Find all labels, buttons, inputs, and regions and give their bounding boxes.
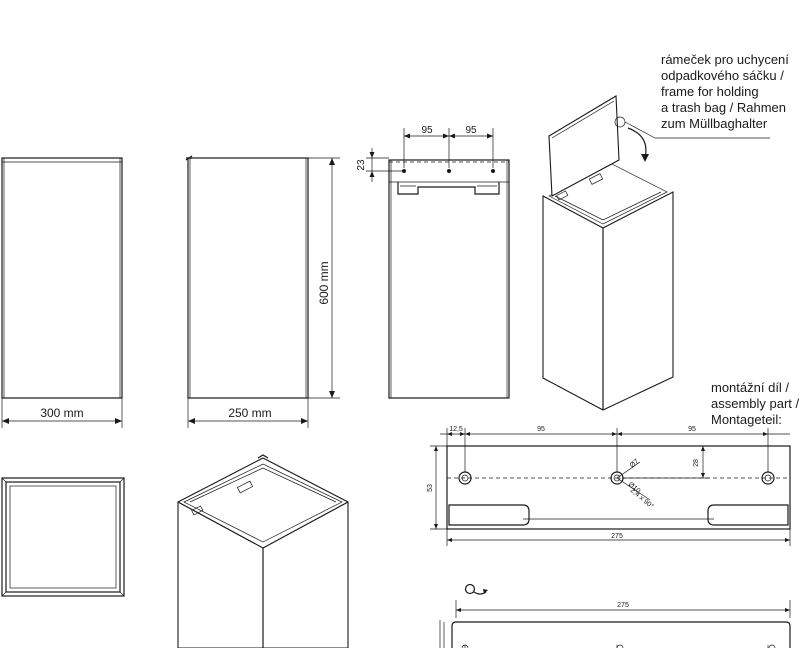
assembly-spacing-right: 95: [688, 426, 696, 433]
assembly-note-line: assembly part /: [711, 396, 800, 411]
assembly-note-line: montážní díl /: [711, 380, 790, 395]
frame-note-line: frame for holding: [661, 84, 759, 99]
front-view: 300 mm: [1, 157, 123, 428]
rotate-arrow-icon: [464, 583, 488, 595]
assembly-top-width: 275: [617, 602, 629, 609]
isometric-closed-view: [177, 454, 349, 648]
assembly-edge-offset: 12,5: [449, 426, 463, 433]
assembly-countersink-note: 2,4 x 90°: [629, 486, 656, 510]
top-view: [1, 477, 125, 597]
assembly-total-width: 275: [611, 533, 623, 540]
frame-note-line: a trash bag / Rahmen: [661, 100, 787, 115]
height-label: 600 mm: [317, 261, 331, 304]
frame-note-line: odpadkového sáčku /: [661, 68, 784, 83]
isometric-open-view: [542, 95, 770, 411]
top-offset-label: 23: [356, 159, 367, 171]
spacing-right-label: 95: [465, 125, 477, 136]
section-view: 95 95 23: [356, 125, 510, 399]
assembly-part-top: 275: [439, 583, 791, 648]
assembly-spacing-left: 95: [537, 426, 545, 433]
assembly-total-height: 53: [427, 484, 434, 492]
spacing-left-label: 95: [421, 125, 433, 136]
assembly-part-front: 12,5 95 95 28 53 275 Ø7 Ø10 2,4 x 90°: [427, 426, 791, 546]
assembly-note: montážní díl / assembly part / Montagete…: [711, 380, 799, 428]
width-side-label: 250 mm: [228, 406, 271, 420]
side-view: 250 mm 600 mm: [185, 155, 340, 428]
assembly-hole-height: 28: [693, 459, 700, 467]
frame-note-line: zum Müllbaghalter: [661, 116, 768, 131]
frame-note: rámeček pro uchycení odpadkového sáčku /…: [661, 52, 789, 132]
frame-note-line: rámeček pro uchycení: [661, 52, 789, 67]
assembly-note-line: Montageteil:: [711, 412, 782, 427]
width-front-label: 300 mm: [40, 406, 83, 420]
assembly-hole-diameter: Ø7: [629, 458, 641, 469]
